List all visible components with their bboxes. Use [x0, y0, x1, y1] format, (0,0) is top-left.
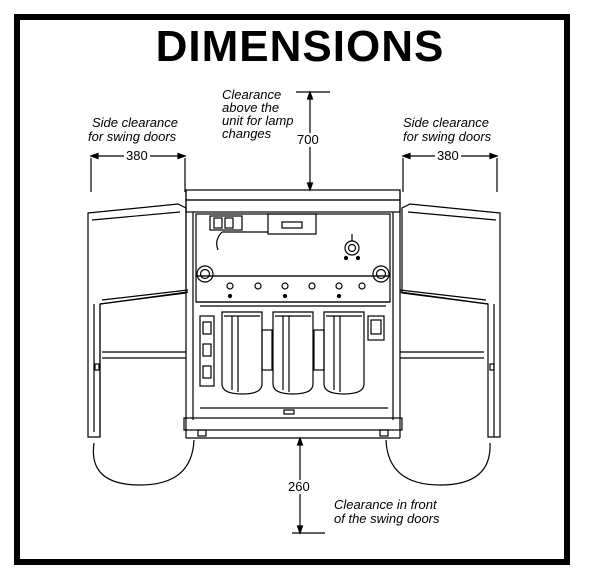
page-title: DIMENSIONS [155, 22, 445, 71]
right-clearance-label-line2: for swing doors [403, 129, 492, 144]
top-clearance-label-line3: unit for lamp [222, 113, 294, 128]
top-clearance-label-line1: Clearance [222, 87, 282, 102]
left-door [87, 203, 189, 438]
top-clearance-label-line4: changes [222, 126, 272, 141]
lamp-left [221, 311, 263, 395]
left-door-swing-arc [92, 439, 195, 486]
internal-fittings [199, 315, 388, 415]
front-clearance-label-line2: of the swing doors [334, 511, 440, 526]
top-clearance-value: 700 [295, 132, 321, 147]
front-clearance-label-line1: Clearance in front [334, 497, 437, 512]
right-clearance-value: 380 [435, 148, 461, 163]
right-door-swing-arc [385, 439, 491, 486]
lamp-right [323, 311, 365, 395]
unit-housing [183, 189, 403, 439]
right-clearance-label-line1: Side clearance [403, 115, 489, 130]
left-clearance-label-line2: for swing doors [88, 129, 177, 144]
top-clearance-label-line2: above the [222, 100, 280, 115]
front-dimension-line [292, 436, 325, 535]
lamp-holder-plate [195, 265, 391, 307]
left-clearance-value: 380 [124, 148, 150, 163]
border-frame [14, 14, 570, 565]
left-clearance-label-line1: Side clearance [92, 115, 178, 130]
front-clearance-value: 260 [286, 479, 312, 494]
right-door [399, 203, 501, 438]
electrical-panel [195, 213, 391, 277]
lamp-center [272, 311, 314, 395]
